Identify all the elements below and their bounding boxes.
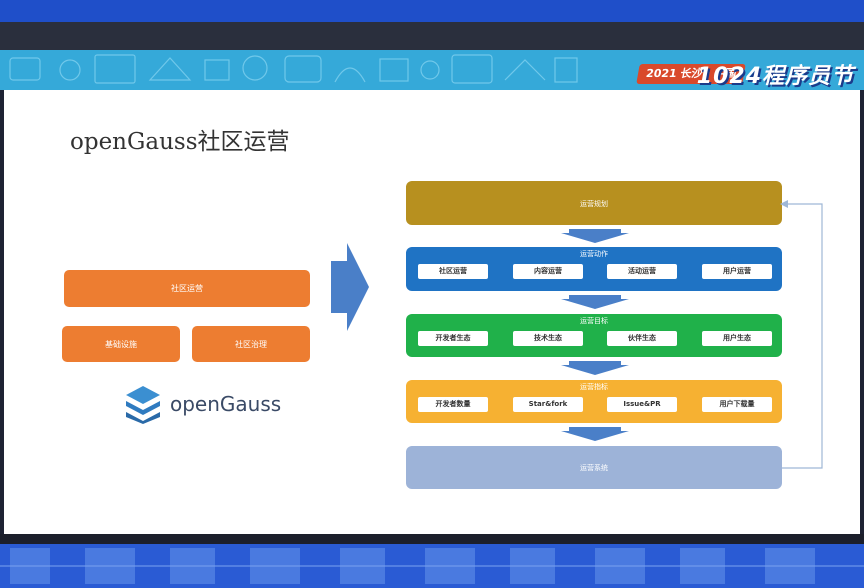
video-frame-header — [0, 22, 864, 50]
action-item: 用户运营 — [702, 264, 772, 279]
opengauss-logo-icon — [126, 386, 160, 424]
top-bar — [0, 0, 864, 22]
ops-actions-label: 运营动作 — [580, 250, 608, 258]
action-item: 内容运营 — [513, 264, 583, 279]
event-title: 1024程序员节 — [696, 64, 854, 89]
metric-item: 开发者数量 — [418, 397, 488, 412]
ops-metrics-label: 运营指标 — [580, 383, 608, 391]
down-arrow-icon — [561, 361, 629, 375]
metric-item: Star&fork — [513, 397, 583, 412]
ops-metrics-row: 运营指标 开发者数量 Star&fork Issue&PR 用户下载量 — [406, 380, 782, 423]
metric-item: Issue&PR — [607, 397, 677, 412]
ops-planning-label: 运营规划 — [580, 200, 608, 208]
slide-title: openGauss社区运营 — [70, 129, 290, 155]
down-arrow-icon — [561, 295, 629, 309]
community-ops-box: 社区运营 — [64, 270, 310, 307]
ops-system-label: 运营系统 — [580, 464, 608, 472]
ops-actions-row: 运营动作 社区运营 内容运营 活动运营 用户运营 — [406, 247, 782, 291]
ops-goals-label: 运营目标 — [580, 317, 608, 325]
presentation-slide: openGauss社区运营 社区运营 基础设施 社区治理 openGauss 运… — [4, 90, 860, 534]
action-item: 社区运营 — [418, 264, 488, 279]
ops-goals-row: 运营目标 开发者生态 技术生态 伙伴生态 用户生态 — [406, 314, 782, 357]
goal-item: 开发者生态 — [418, 331, 488, 346]
action-item: 活动运营 — [607, 264, 677, 279]
banner-pattern — [9, 54, 578, 84]
metric-item: 用户下载量 — [702, 397, 772, 412]
goal-item: 技术生态 — [513, 331, 583, 346]
opengauss-logo: openGauss — [124, 384, 281, 424]
logo-text: openGauss — [170, 392, 282, 416]
event-banner: 2021 长沙 · 中国 1024程序员节 — [0, 50, 864, 90]
goal-item: 伙伴生态 — [607, 331, 677, 346]
goal-item: 用户生态 — [702, 331, 772, 346]
bottom-pattern — [0, 548, 864, 584]
video-frame-footer — [0, 534, 864, 544]
ops-planning-row: 运营规划 — [406, 181, 782, 225]
right-arrow-icon — [331, 243, 369, 331]
bottom-decoration — [0, 544, 864, 588]
infrastructure-box: 基础设施 — [62, 326, 180, 362]
ops-system-row: 运营系统 — [406, 446, 782, 489]
down-arrow-icon — [561, 427, 629, 441]
feedback-loop-connector — [780, 200, 823, 469]
down-arrow-icon — [561, 229, 629, 243]
governance-box: 社区治理 — [192, 326, 310, 362]
